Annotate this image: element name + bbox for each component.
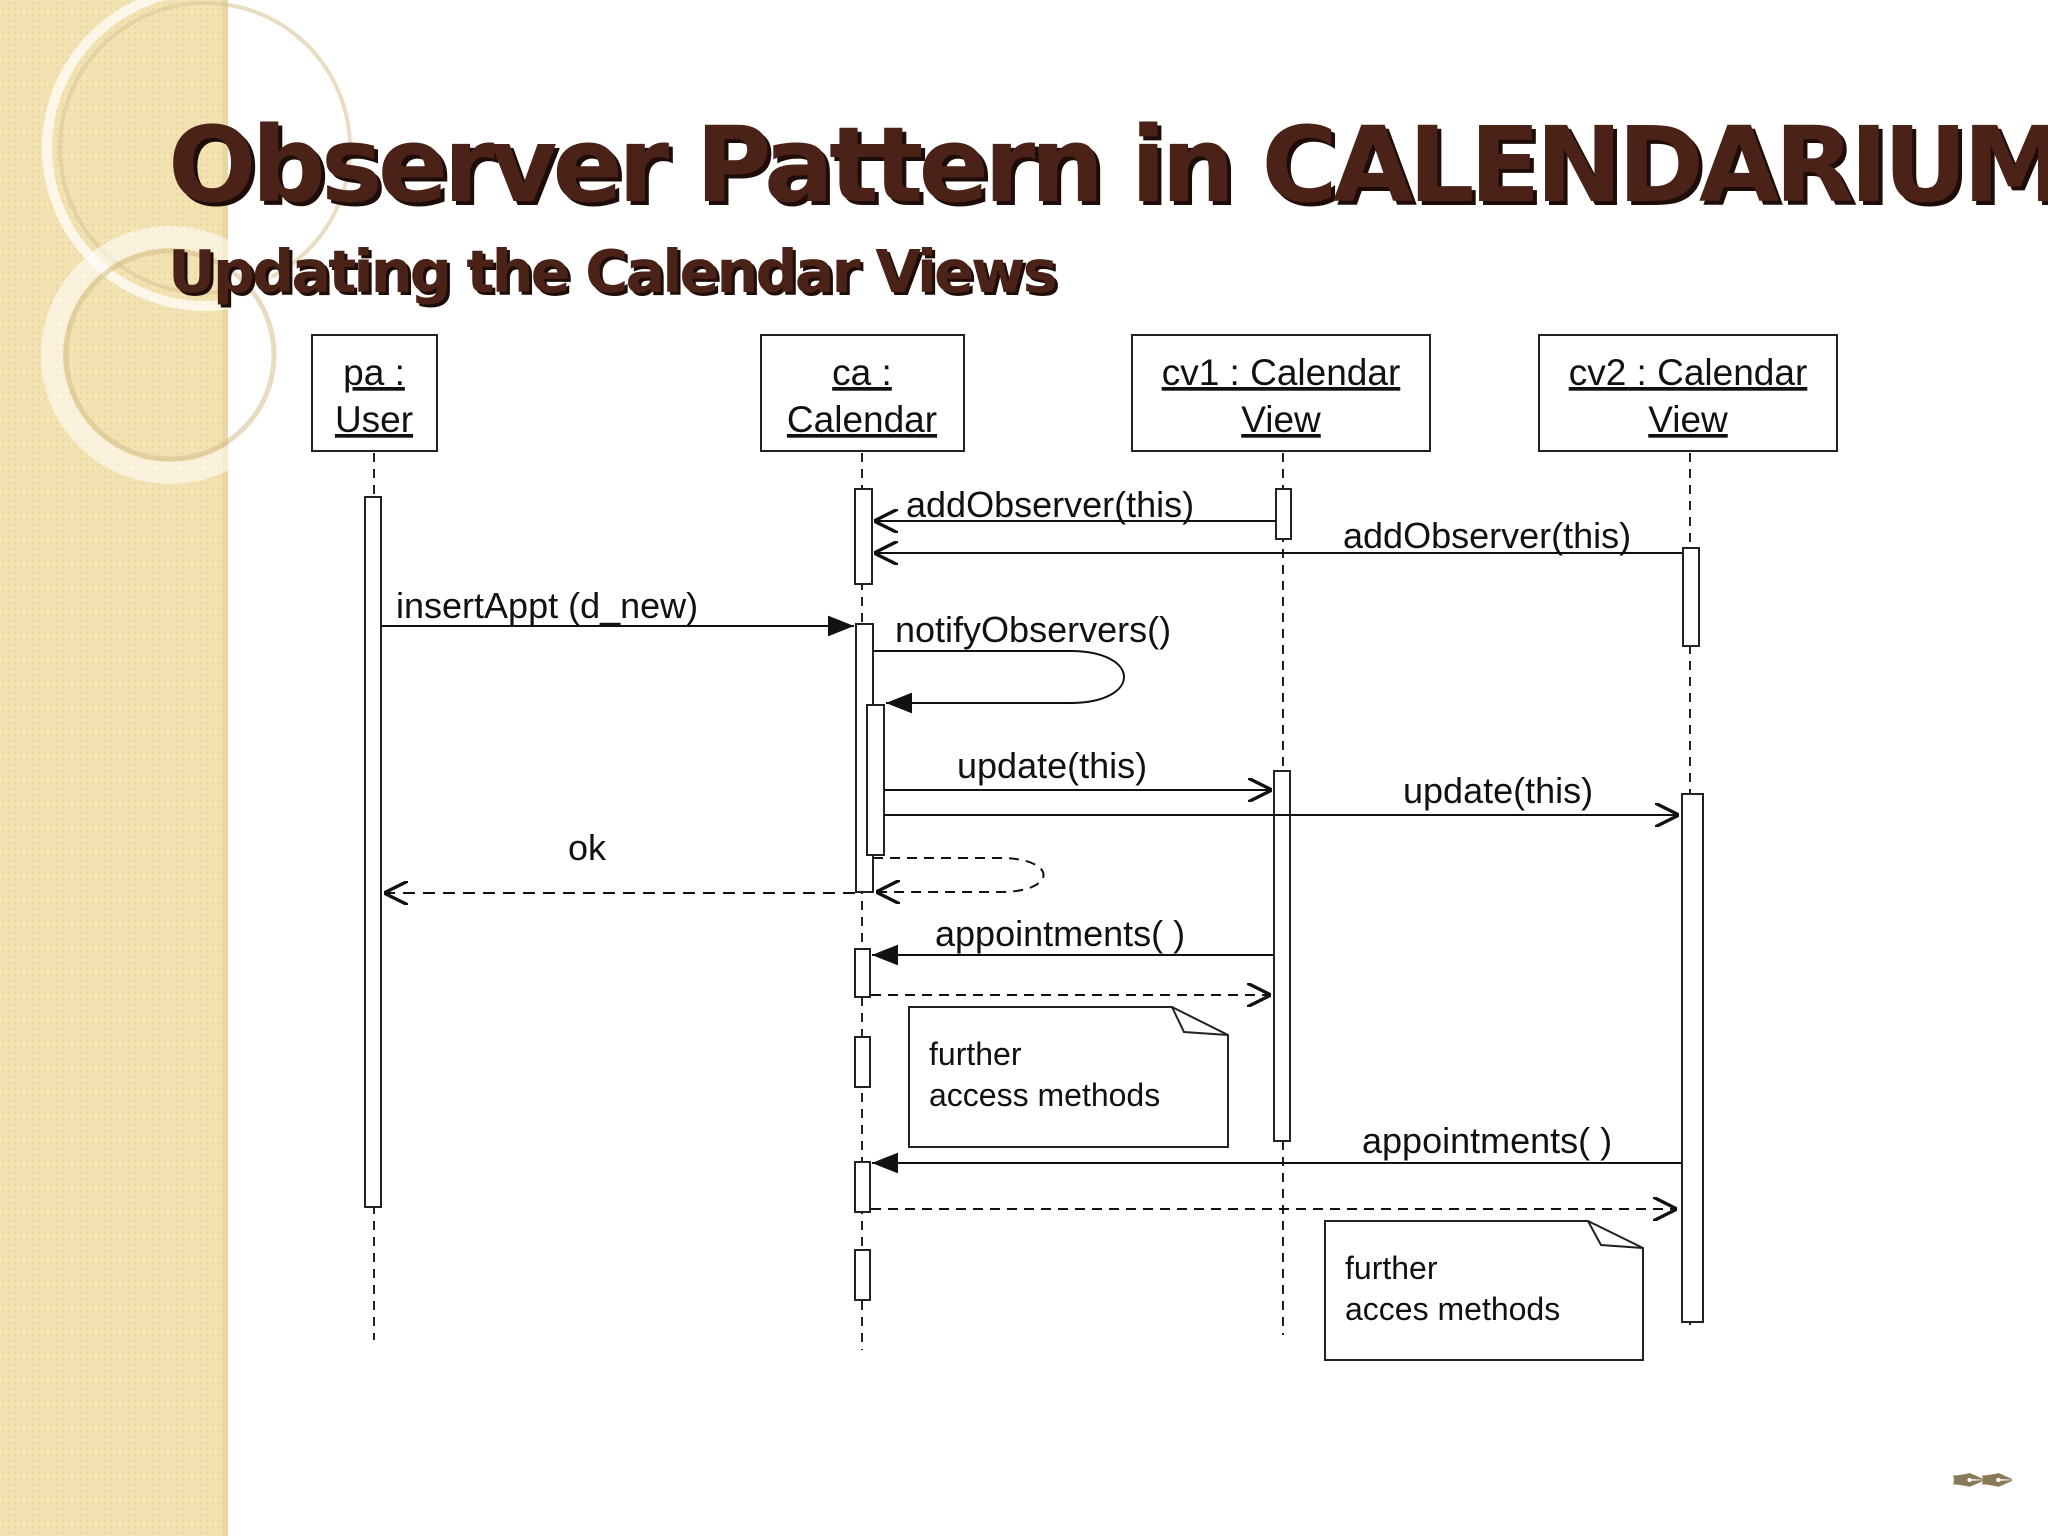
- activation-calendar-1: [854, 488, 873, 585]
- activation-cv1-1: [1275, 488, 1292, 540]
- activation-calendar-5: [854, 1161, 871, 1213]
- message-add-observer-cv2: addObserver(this): [1343, 515, 1631, 556]
- activation-cv2-2: [1681, 793, 1704, 1323]
- note-1-line-2: access methods: [929, 1077, 1160, 1113]
- activation-calendar-4: [854, 1036, 871, 1088]
- lifeline-calendar-type: Calendar: [787, 399, 937, 440]
- decorative-ring-small: [41, 226, 299, 484]
- decorative-ring-large: [42, 0, 368, 311]
- message-ok: ok: [568, 827, 607, 868]
- lifeline-cv2-type: View: [1648, 399, 1728, 440]
- activation-calendar-nested: [866, 704, 885, 856]
- lifeline-calendar-name: ca :: [832, 352, 892, 393]
- note-1-line-1: further: [929, 1036, 1022, 1072]
- message-appointments-cv2: appointments( ): [1362, 1120, 1612, 1161]
- activation-cv2-1: [1682, 547, 1700, 647]
- activation-user: [364, 496, 382, 1208]
- lifeline-cv1-name: cv1 : Calendar: [1162, 352, 1401, 393]
- activation-calendar-6: [854, 1249, 871, 1301]
- message-arrow-notify-return: [873, 857, 1045, 892]
- note-further-access-methods-1: further access methods: [908, 1006, 1229, 1148]
- lifeline-user-type: User: [335, 399, 413, 440]
- lifeline-cv1-type: View: [1241, 399, 1321, 440]
- message-update-cv1: update(this): [957, 745, 1147, 786]
- slide-title: Observer Pattern in CALENDARIUM: [168, 104, 2048, 226]
- note-further-access-methods-2: further acces methods: [1324, 1220, 1644, 1361]
- message-insert-appt: insertAppt (d_new): [396, 585, 698, 626]
- pen-nib-icon: ✒✒: [1950, 1457, 2016, 1506]
- activation-cv1-2: [1273, 770, 1291, 1142]
- message-update-cv2: update(this): [1403, 770, 1593, 811]
- slide-subtitle: Updating the Calendar Views: [168, 237, 1058, 306]
- decorative-ring-small-inner: [63, 248, 277, 462]
- lifeline-header-cv1: cv1 : Calendar View: [1131, 334, 1431, 452]
- lifeline-header-user: pa : User: [311, 334, 438, 452]
- message-add-observer-cv1: addObserver(this): [906, 484, 1194, 525]
- lifeline-user-name: pa :: [343, 352, 405, 393]
- message-notify-observers: notifyObservers(): [895, 609, 1171, 650]
- activation-calendar-3: [854, 948, 871, 998]
- note-2-line-1: further: [1345, 1250, 1438, 1286]
- note-2-line-2: acces methods: [1345, 1291, 1560, 1327]
- message-appointments-cv1: appointments( ): [935, 913, 1185, 954]
- lifeline-header-cv2: cv2 : Calendar View: [1538, 334, 1838, 452]
- decorative-rings: [41, 0, 368, 484]
- message-arrow-notify-observers: [873, 650, 1125, 714]
- sidebar-edge: [222, 0, 228, 1536]
- lifeline-header-calendar: ca : Calendar: [760, 334, 965, 452]
- lifeline-cv2-name: cv2 : Calendar: [1569, 352, 1808, 393]
- decorative-ring-large-inner: [58, 1, 352, 295]
